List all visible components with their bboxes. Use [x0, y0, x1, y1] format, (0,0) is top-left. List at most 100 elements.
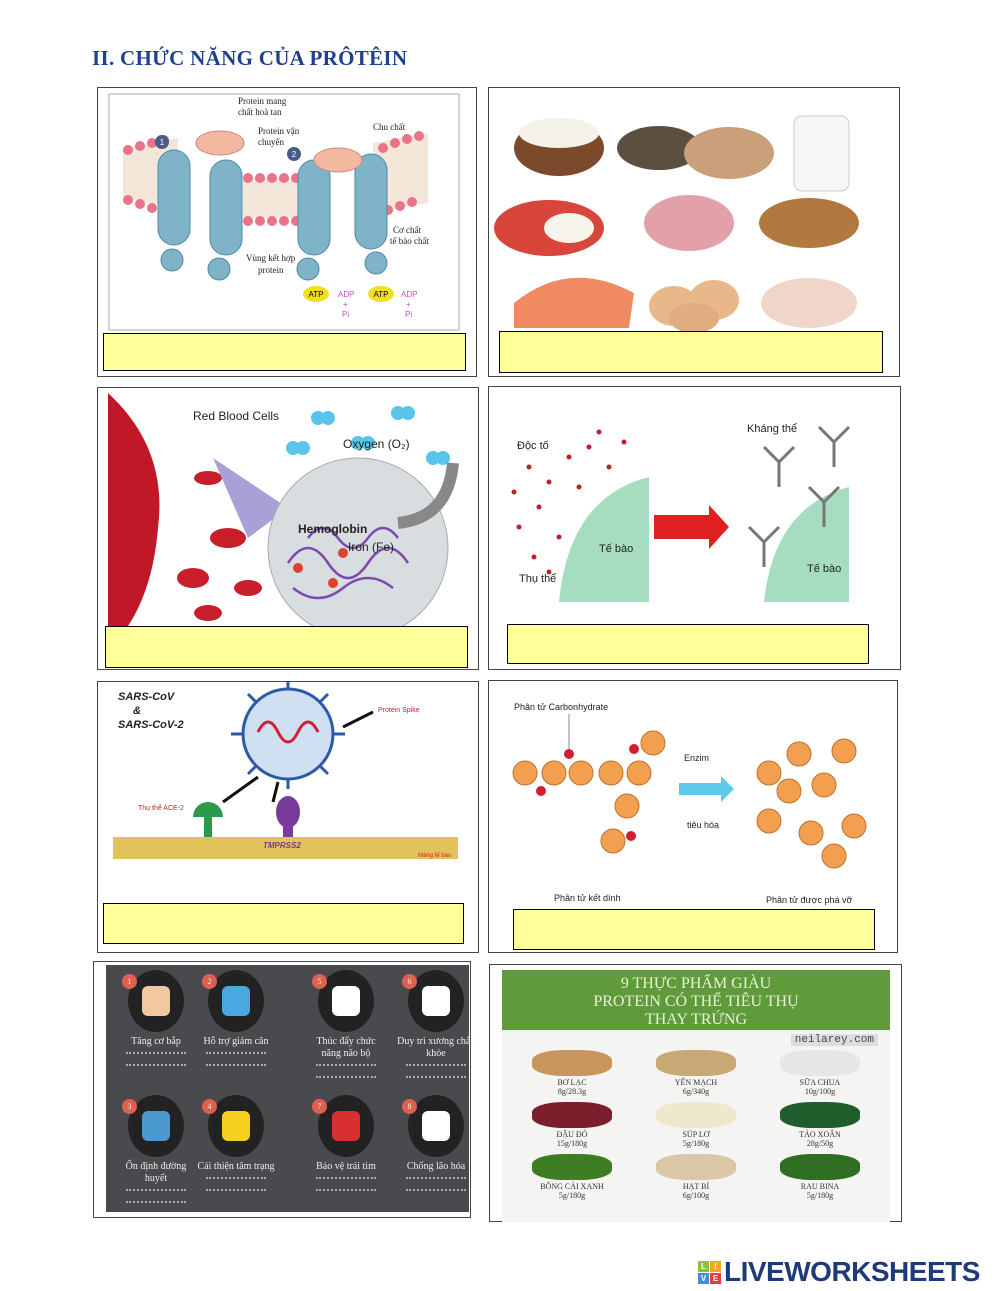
label-cell: Tế bào [807, 563, 841, 575]
benefit-description [406, 1064, 466, 1078]
panel-membrane-transport: 1 2 Protein mang chất hoà tan Protein vậ… [97, 87, 477, 377]
benefit-title: Chống lão hóa [406, 1161, 466, 1172]
label-spike: Protein Spike [378, 707, 420, 714]
label: Cơ chất [393, 225, 422, 235]
atp-label: ATP [374, 290, 389, 299]
benefit-description [316, 1064, 376, 1078]
membrane-transport-image: 1 2 Protein mang chất hoà tan Protein vậ… [108, 93, 460, 331]
panel-egg-free-foods: 9 THỰC PHẨM GIÀU PROTEIN CÓ THỂ TIÊU THỤ… [489, 964, 902, 1222]
benefit-description [316, 1177, 376, 1191]
answer-field-2[interactable] [499, 331, 883, 373]
adp-label: ADP [401, 290, 417, 299]
benefit-item: 2 Hỗ trợ giảm cân [196, 970, 276, 1066]
virus-name: SARS-CoV-2 [118, 719, 184, 731]
label-digestion: tiêu hóa [687, 820, 719, 830]
food-protein-amount: 5g/180g [682, 1139, 710, 1148]
site-label: neilarey.com [790, 1034, 878, 1046]
page-title: II. CHỨC NĂNG CỦA PRÔTÊIN [92, 46, 408, 70]
label: Protein mang [238, 96, 287, 106]
benefit-item: 4 Cải thiện tâm trạng [196, 1095, 276, 1191]
heading-line: THAY TRỨNG [644, 1011, 748, 1028]
label-oxygen: Oxygen (O₂) [343, 437, 410, 451]
benefit-description [206, 1177, 266, 1191]
benefit-title: Duy trì xương chắc khỏe [397, 1036, 475, 1059]
food-image [780, 1102, 860, 1128]
food-image [656, 1050, 736, 1076]
benefit-item: 5 Thúc đẩy chức năng não bộ [306, 970, 386, 1078]
food-protein-amount: 8g/28.3g [557, 1087, 587, 1096]
label: Chu chất [373, 122, 406, 132]
benefit-title: Cải thiện tâm trạng [197, 1161, 275, 1172]
benefit-item: 7 Bảo vệ trái tim [306, 1095, 386, 1191]
answer-field-5[interactable] [103, 903, 464, 944]
benefit-number: 3 [122, 1099, 137, 1114]
food-protein-amount: 5g/180g [558, 1191, 586, 1200]
label-iron: Iron (Fe) [348, 540, 394, 554]
benefit-icon [318, 1095, 374, 1157]
food-name: YẾN MẠCH [674, 1078, 718, 1087]
panel-hemoglobin: Red Blood Cells Oxygen (O₂) Hemoglobin I… [97, 387, 479, 670]
label-enzyme: Enzim [684, 753, 709, 763]
answer-field-6[interactable] [513, 909, 875, 950]
virus-ampersand: & [133, 705, 141, 717]
food-name: SỮA CHUA [799, 1078, 841, 1087]
label-ace2: Thụ thể ACE-2 [138, 804, 184, 812]
benefit-item: 8 Chống lão hóa [396, 1095, 476, 1191]
benefit-title: Tăng cơ bắp [131, 1036, 181, 1047]
enzyme-digestion-image: Phân tử Carbonhydrate Enzim tiêu hóa Phâ… [512, 702, 867, 905]
heading-banner: 9 THỰC PHẨM GIÀU PROTEIN CÓ THỂ TIÊU THỤ… [502, 970, 890, 1030]
answer-field-3[interactable] [105, 626, 468, 668]
benefit-item: 6 Duy trì xương chắc khỏe [396, 970, 476, 1078]
label-carbohydrate: Phân tử Carbonhydrate [514, 702, 608, 712]
benefit-icon [408, 970, 464, 1032]
benefit-number: 1 [122, 974, 137, 989]
benefit-icon [208, 1095, 264, 1157]
label: protein [258, 265, 284, 275]
label-receptor: Thụ thể [519, 573, 556, 585]
benefit-description [406, 1177, 466, 1191]
food-protein-amount: 10g/100g [804, 1087, 836, 1096]
answer-field-1[interactable] [103, 333, 466, 371]
heading-line: PROTEIN CÓ THỂ TIÊU THỤ [593, 993, 799, 1010]
answer-field-4[interactable] [507, 624, 869, 664]
food-image [656, 1154, 736, 1180]
benefit-title: Bảo vệ trái tim [316, 1161, 376, 1172]
benefit-title: Thúc đẩy chức năng não bộ [316, 1036, 376, 1059]
food-name: BÔNG CẢI XANH [540, 1182, 604, 1191]
step-number: 1 [160, 138, 165, 147]
label-red-blood-cells: Red Blood Cells [193, 409, 279, 423]
benefit-number: 2 [202, 974, 217, 989]
food-protein-amount: 28g/50g [806, 1139, 834, 1148]
food-name: RAU BINA [800, 1182, 840, 1191]
food-protein-amount: 15g/180g [556, 1139, 588, 1148]
benefit-icon [128, 1095, 184, 1157]
benefit-number: 6 [402, 974, 417, 989]
label-cell-membrane: Màng tế bào [418, 853, 452, 859]
food-image [532, 1154, 612, 1180]
benefit-description [206, 1052, 266, 1066]
food-image [532, 1050, 612, 1076]
label-tmprss2: TMPRSS2 [263, 841, 301, 850]
benefit-icon [208, 970, 264, 1032]
label-cell: Tế bào [599, 543, 633, 555]
antibody-image: Độc tố Kháng thể Tế bào Tế bào Thụ thể [511, 423, 851, 602]
label: chất hoà tan [238, 107, 282, 117]
hemoglobin-image: Red Blood Cells Oxygen (O₂) Hemoglobin I… [108, 393, 459, 626]
food-protein-amount: 5g/180g [806, 1191, 834, 1200]
benefit-title: Hỗ trợ giảm cân [203, 1036, 269, 1047]
label: tế bào chất [390, 236, 429, 246]
plus: + [406, 300, 411, 309]
benefit-number: 7 [312, 1099, 327, 1114]
logo-text: LIVEWORKSHEETS [724, 1256, 980, 1287]
food-image [780, 1050, 860, 1076]
virus-spike-image: SARS-CoV & SARS-CoV-2 Protein Spike Thụ … [113, 682, 458, 859]
label-toxin: Độc tố [517, 440, 549, 452]
